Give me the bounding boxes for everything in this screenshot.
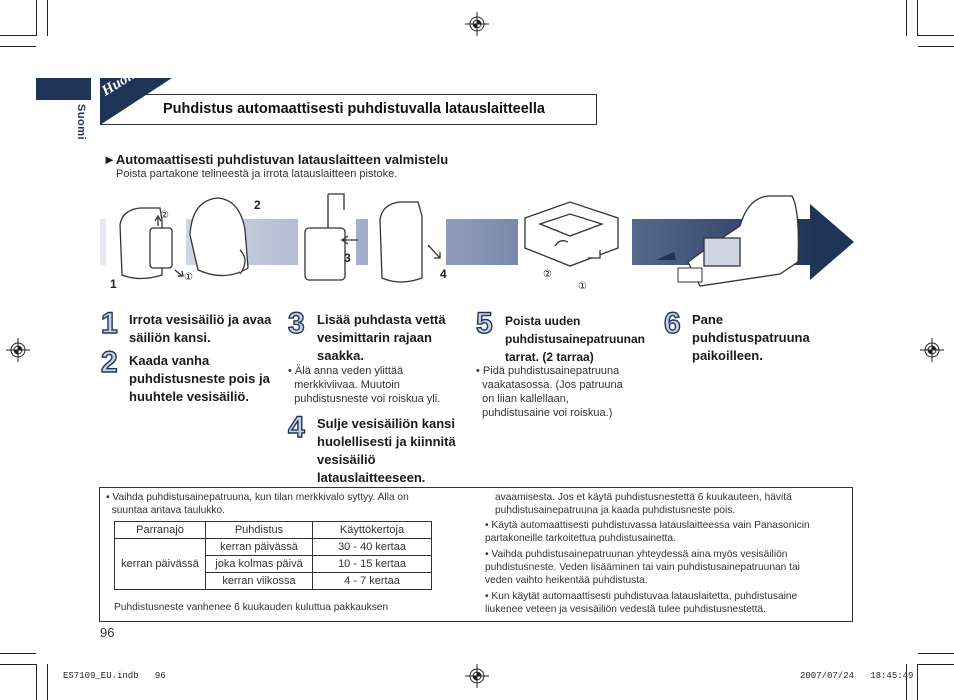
notes-left-text: • Vaihda puhdistusainepatruuna, kun tila… <box>106 491 409 517</box>
page-title: Puhdistus automaattisesti puhdistuvalla … <box>163 101 545 117</box>
bullet-text: Vaihda puhdistusainepatruunan yhteydessä… <box>485 549 800 586</box>
print-footer-left: ES7109_EU.indb 96 <box>63 671 166 681</box>
notes-right-bullet: • Kun käytät automaattisesti puhdistuvaa… <box>485 590 797 616</box>
step-text: Poista uuden puhdistusainepatruunan tarr… <box>505 312 665 366</box>
table-cell: kerran päivässä <box>115 539 206 590</box>
bullet-text: Kun käytät automaattisesti puhdistuvaa l… <box>485 591 797 615</box>
subsection-heading: ►Automaattisesti puhdistuvan latauslaitt… <box>103 152 448 167</box>
notes-right-continuation: avaamisesta. Jos et käytä puhdistusneste… <box>495 491 792 517</box>
crop-mark <box>0 653 36 654</box>
figure-label: 4 <box>440 267 447 281</box>
step-number: 4 <box>288 413 305 443</box>
figure-label: ② <box>160 210 169 221</box>
table-header: Käyttökertoja <box>313 522 432 539</box>
figure-label: 2 <box>254 198 261 212</box>
figure-label: 1 <box>110 277 117 291</box>
crop-mark <box>906 664 907 700</box>
crop-mark <box>47 0 48 36</box>
table-cell: kerran päivässä <box>206 539 313 556</box>
notes-left-footer: Puhdistusneste vanhenee 6 kuukauden kulu… <box>114 601 388 614</box>
language-label: Suomi <box>75 104 87 140</box>
crop-mark <box>917 664 918 700</box>
figure-label: ② <box>543 269 552 280</box>
crop-mark <box>0 664 36 665</box>
table-row: kerran päivässä kerran päivässä 30 - 40 … <box>115 539 432 556</box>
table-cell: 30 - 40 kertaa <box>313 539 432 556</box>
figure-label: ① <box>184 272 193 283</box>
crop-mark <box>918 653 954 654</box>
subsection-text: Poista partakone telineestä ja irrota la… <box>116 168 397 180</box>
crop-mark <box>918 35 954 36</box>
page-number: 96 <box>100 625 114 640</box>
print-footer-right: 2007/07/24 18:45:49 <box>800 671 913 681</box>
crop-mark <box>918 46 954 47</box>
step-text: Lisää puhdasta vettä vesimittarin rajaan… <box>317 311 472 365</box>
table-cell: joka kolmas päivä <box>206 556 313 573</box>
step-number: 3 <box>288 309 305 339</box>
notes-right-bullet: • Vaihda puhdistusainepatruunan yhteydes… <box>485 548 800 587</box>
crop-mark <box>918 664 954 665</box>
table-header: Parranajo <box>115 522 206 539</box>
crop-mark <box>47 664 48 700</box>
crop-mark <box>36 0 37 36</box>
step-text: Irrota vesisäiliö ja avaa säiliön kansi. <box>129 311 279 347</box>
crop-mark <box>0 35 36 36</box>
table-header-row: Parranajo Puhdistus Käyttökertoja <box>115 522 432 539</box>
step-text: Pane puhdistuspatruuna paikoilleen. <box>692 311 842 365</box>
table-cell: 4 - 7 kertaa <box>313 573 432 590</box>
crop-mark <box>906 0 907 36</box>
registration-mark-icon <box>6 338 30 362</box>
step-illustration-band: 1 2 ② ① 3 4 ② ① <box>100 190 854 302</box>
registration-mark-icon <box>465 664 489 688</box>
table-cell: 10 - 15 kertaa <box>313 556 432 573</box>
step-number: 6 <box>664 309 681 339</box>
figure-label: 3 <box>344 251 351 265</box>
registration-mark-icon <box>920 338 944 362</box>
crop-mark <box>36 664 37 700</box>
step-note: • Älä anna veden ylittää merkkiviivaa. M… <box>288 364 440 406</box>
notes-right-bullet: • Käytä automaattisesti puhdistuvassa la… <box>485 519 810 545</box>
language-bar <box>36 78 91 100</box>
table-header: Puhdistus <box>206 522 313 539</box>
step-number: 2 <box>101 348 118 378</box>
bullet-text: Käytä automaattisesti puhdistuvassa lata… <box>485 520 810 544</box>
crop-mark <box>917 0 918 36</box>
usage-table: Parranajo Puhdistus Käyttökertoja kerran… <box>114 521 432 590</box>
step-text: Sulje vesisäiliön kansi huolellisesti ja… <box>317 415 472 487</box>
step-number: 1 <box>101 309 118 339</box>
table-cell: kerran viikossa <box>206 573 313 590</box>
registration-mark-icon <box>465 12 489 36</box>
step-note: • Pidä puhdistusainepatruuna vaakatasoss… <box>476 364 623 420</box>
step-text: Kaada vanha puhdistusneste pois ja huuht… <box>129 352 289 406</box>
figure-label: ① <box>578 281 587 292</box>
step-number: 5 <box>476 309 493 339</box>
crop-mark <box>0 46 36 47</box>
